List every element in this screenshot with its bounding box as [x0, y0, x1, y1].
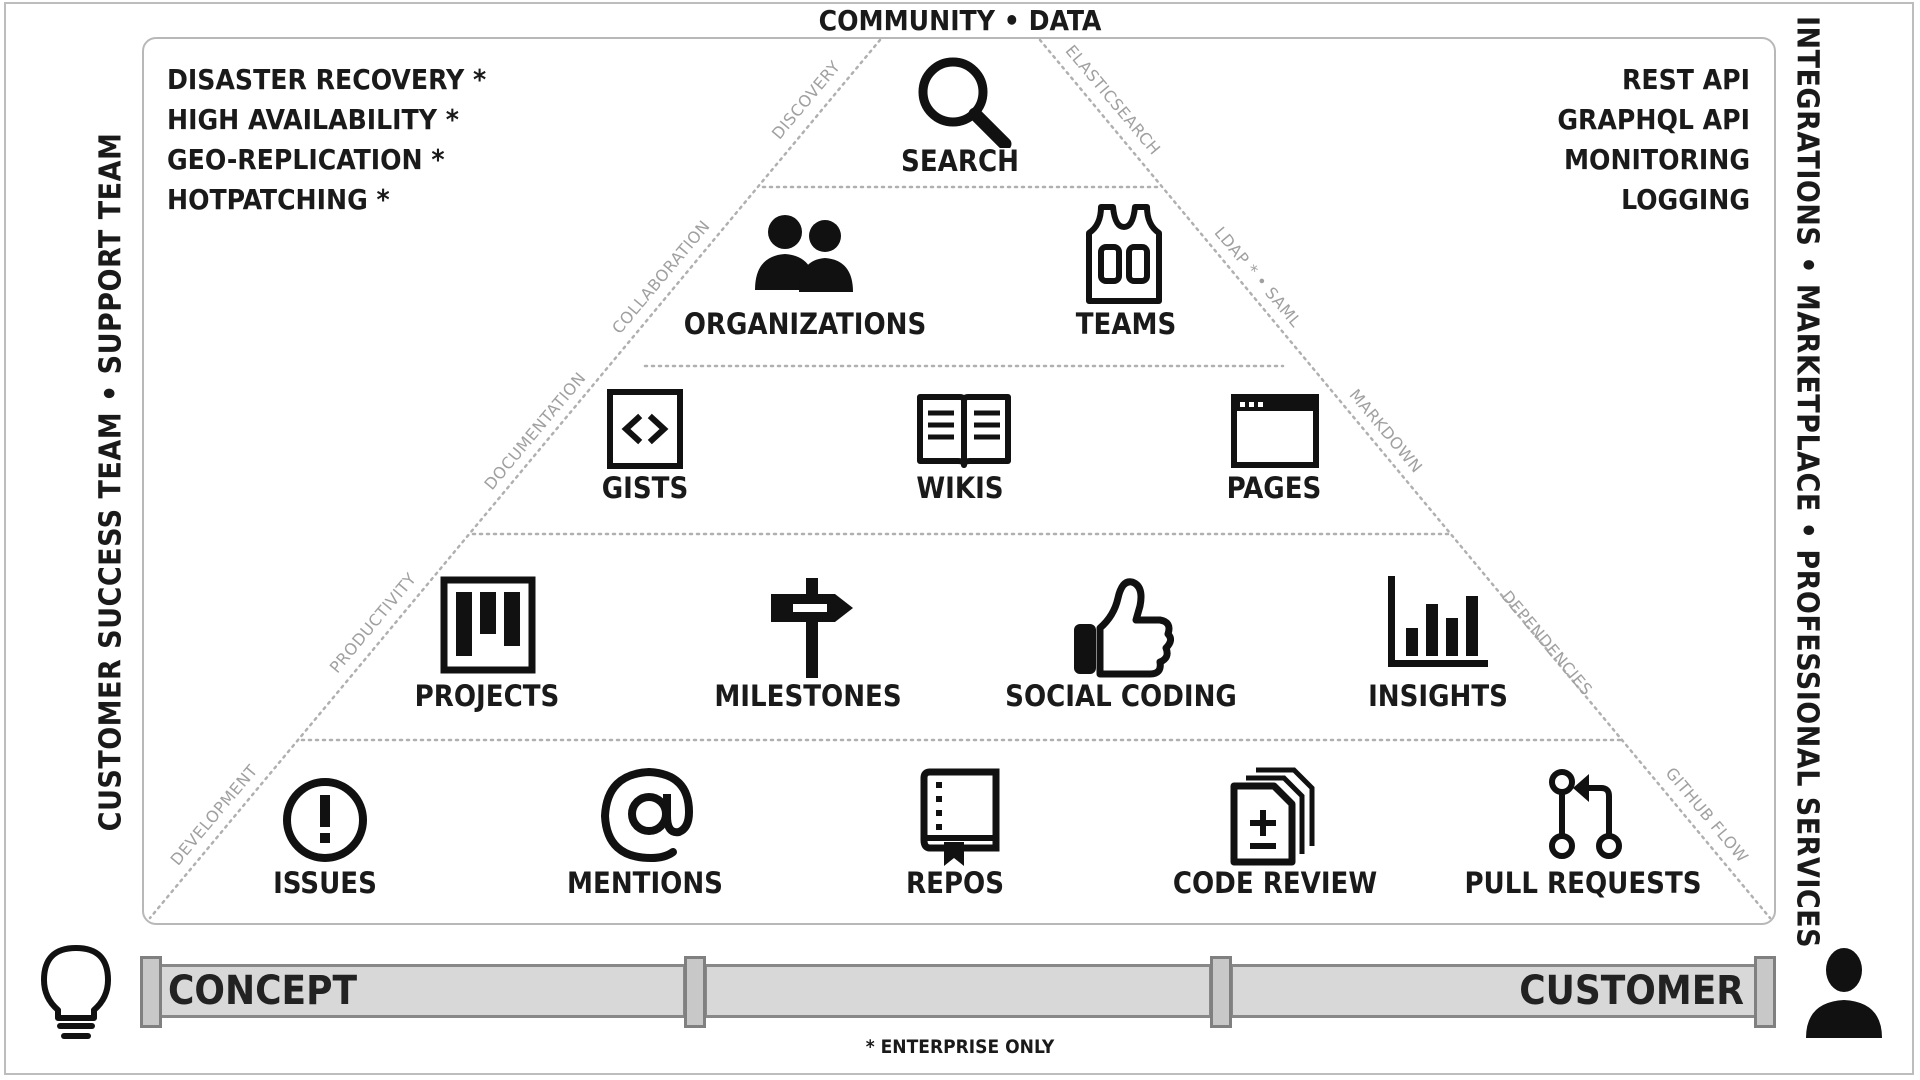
lightbulb-icon	[41, 945, 111, 1039]
label-social-coding: SOCIAL CODING	[1005, 679, 1237, 713]
title-separator: •	[1003, 4, 1020, 37]
pyramid-panel	[142, 37, 1776, 925]
enterprise-footnote: * ENTERPRISE ONLY	[865, 1036, 1055, 1058]
title-community: COMMUNITY	[818, 4, 995, 37]
code-icon	[607, 389, 683, 469]
bar-graph-icon	[1388, 576, 1488, 667]
label-teams: TEAMS	[1075, 307, 1177, 341]
search-icon	[918, 57, 1012, 148]
label-search: SEARCH	[901, 144, 1019, 178]
timeline-end-label: CUSTOMER	[1519, 968, 1744, 1014]
integration-rest-api: REST API	[1621, 63, 1750, 96]
book-icon	[917, 394, 1011, 468]
label-wikis: WIKIS	[916, 471, 1004, 505]
integration-logging: LOGGING	[1621, 183, 1750, 216]
timeline-segment-1	[152, 964, 686, 1018]
label-projects: PROJECTS	[414, 679, 560, 713]
timeline-cap-start	[140, 956, 162, 1028]
people-icon	[755, 215, 853, 292]
feature-hotpatching: HOTPATCHING *	[167, 183, 390, 216]
label-mentions: MENTIONS	[567, 866, 723, 900]
label-pages: PAGES	[1226, 471, 1322, 505]
label-issues: ISSUES	[273, 866, 377, 900]
timeline-segment-2	[704, 964, 1212, 1018]
at-sign-icon	[601, 768, 693, 862]
label-organizations: ORGANIZATIONS	[683, 307, 927, 341]
repo-icon	[920, 768, 1000, 866]
timeline-divider-2	[1210, 956, 1232, 1028]
person-icon	[1806, 948, 1882, 1038]
pyramid-right-edge	[1038, 38, 1772, 920]
integration-graphql-api: GRAPHQL API	[1557, 103, 1750, 136]
feature-high-availability: HIGH AVAILABILITY *	[167, 103, 459, 136]
diff-icon	[1230, 767, 1315, 866]
pull-request-icon	[1549, 769, 1622, 859]
thumbs-up-icon	[1074, 578, 1174, 678]
signpost-icon	[771, 578, 853, 678]
label-code-review: CODE REVIEW	[1172, 866, 1378, 900]
browser-icon	[1231, 394, 1319, 468]
project-board-icon	[440, 576, 536, 674]
pyramid-apex-title: COMMUNITY • DATA	[0, 4, 1920, 37]
timeline-cap-end	[1754, 956, 1776, 1028]
integration-monitoring: MONITORING	[1563, 143, 1750, 176]
issue-icon	[283, 778, 367, 862]
integration-list: REST API GRAPHQL API MONITORING LOGGING	[1557, 60, 1750, 220]
label-milestones: MILESTONES	[714, 679, 902, 713]
label-gists: GISTS	[601, 471, 689, 505]
pyramid-left-edge	[148, 38, 882, 920]
feature-disaster-recovery: DISASTER RECOVERY *	[167, 63, 487, 96]
label-repos: REPOS	[905, 866, 1005, 900]
jersey-icon	[1086, 204, 1162, 304]
timeline-segment-3	[1230, 964, 1764, 1018]
title-data: DATA	[1028, 4, 1102, 37]
label-insights: INSIGHTS	[1368, 679, 1508, 713]
timeline-start-label: CONCEPT	[168, 968, 358, 1014]
enterprise-feature-list: DISASTER RECOVERY * HIGH AVAILABILITY * …	[167, 60, 486, 220]
label-pull-requests: PULL REQUESTS	[1464, 866, 1702, 900]
timeline-divider-1	[684, 956, 706, 1028]
feature-geo-replication: GEO-REPLICATION *	[167, 143, 445, 176]
outer-frame	[4, 2, 1914, 1075]
